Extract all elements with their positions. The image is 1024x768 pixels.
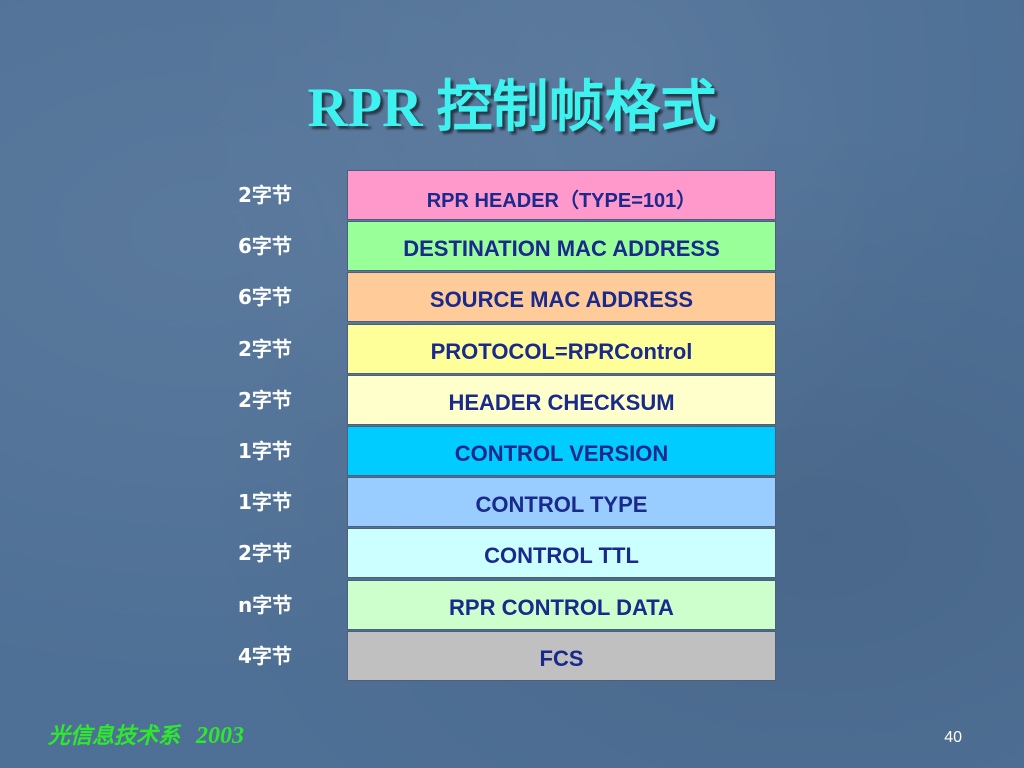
field-row: 1字节 CONTROL TYPE — [238, 477, 778, 528]
field-row: 2字节 HEADER CHECKSUM — [238, 374, 778, 426]
field-size: 2字节 — [238, 541, 292, 566]
field-cell: CONTROL TYPE — [347, 477, 776, 528]
field-cell: RPR HEADER（TYPE=101） — [347, 170, 776, 220]
field-size: 4字节 — [238, 643, 292, 668]
footer-department: 光信息技术系 2003 — [48, 718, 244, 750]
field-size: 6字节 — [238, 234, 292, 259]
field-cell: PROTOCOL=RPRControl — [347, 323, 776, 374]
field-row: n字节 RPR CONTROL DATA — [238, 579, 778, 631]
field-size: 1字节 — [238, 438, 292, 463]
field-row: 2字节 PROTOCOL=RPRControl — [238, 323, 778, 375]
slide-title: RPR 控制帧格式 — [307, 77, 717, 139]
field-size: 2字节 — [238, 183, 292, 207]
field-row: 6字节 DESTINATION MAC ADDRESS — [238, 221, 778, 272]
field-cell: CONTROL TTL — [347, 528, 776, 579]
frame-format-diagram: 2字节 RPR HEADER（TYPE=101） 6字节 DESTINATION… — [238, 170, 778, 682]
field-row: 1字节 CONTROL VERSION — [238, 425, 778, 477]
field-cell: CONTROL VERSION — [347, 425, 776, 476]
field-row: 2字节 CONTROL TTL — [238, 528, 778, 579]
field-size: 2字节 — [238, 336, 292, 361]
field-size: 6字节 — [238, 285, 292, 310]
field-row: 4字节 FCS — [238, 630, 778, 682]
field-size: n字节 — [238, 592, 293, 617]
field-row: 6字节 SOURCE MAC ADDRESS — [238, 272, 778, 323]
field-size: 1字节 — [238, 490, 292, 515]
field-cell: HEADER CHECKSUM — [347, 374, 776, 425]
field-cell: DESTINATION MAC ADDRESS — [347, 221, 776, 272]
page-number: 40 — [944, 729, 962, 746]
field-cell: SOURCE MAC ADDRESS — [347, 272, 776, 323]
footer-dept-text: 光信息技术系 — [48, 723, 181, 749]
field-size: 2字节 — [238, 387, 292, 412]
field-cell: FCS — [347, 630, 776, 681]
field-cell: RPR CONTROL DATA — [347, 579, 776, 630]
field-row: 2字节 RPR HEADER（TYPE=101） — [238, 170, 778, 221]
footer-year: 2003 — [196, 723, 245, 749]
